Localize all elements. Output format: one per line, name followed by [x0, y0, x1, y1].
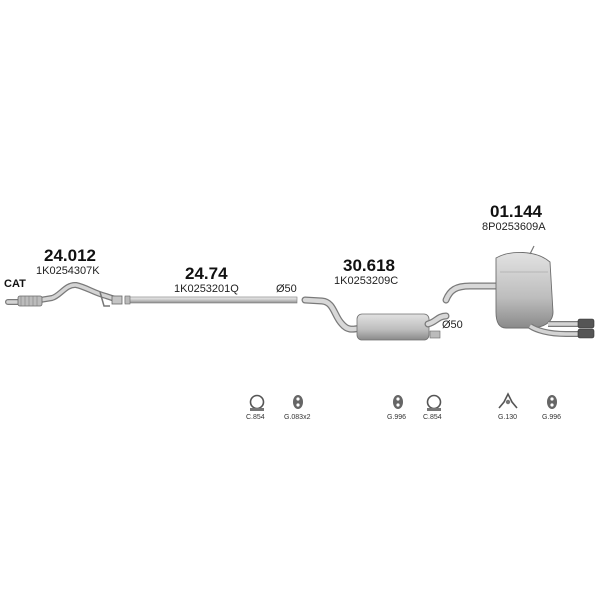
oem-number: 1K0254307K	[36, 265, 100, 277]
accessory-code: G.996	[387, 414, 407, 421]
part-number: 24.74	[185, 264, 228, 283]
flex-joint	[17, 295, 43, 307]
oem-number: 1K0253201Q	[174, 283, 239, 295]
part-01144-rear-silencer	[442, 245, 595, 339]
rubber-mount-icon	[547, 395, 557, 409]
rubber-mount-icon	[293, 395, 303, 409]
oem-number: 1K0253209C	[334, 275, 399, 287]
part-2474-middle-pipe	[124, 295, 298, 305]
part-number: 01.144	[490, 202, 542, 221]
accessory-code: G.996	[542, 414, 562, 421]
clamp-icon	[249, 394, 265, 411]
oem-number: 8P0253609A	[482, 221, 546, 233]
diameter-label: Ø50	[276, 283, 297, 295]
clamp-icon	[426, 394, 442, 411]
accessory-code: C.854	[246, 414, 265, 421]
cat-label: CAT	[4, 278, 26, 290]
diameter-label: Ø50	[442, 319, 463, 331]
part-24012-front-pipe	[5, 282, 123, 307]
rubber-mount-icon	[393, 395, 403, 409]
part-number: 24.012	[44, 246, 96, 265]
hanger-bracket-icon	[498, 392, 518, 409]
accessory-code: C.854	[423, 414, 442, 421]
tailpipe-tip	[577, 318, 595, 329]
accessory-code: G.083x2	[284, 414, 311, 421]
part-30618-centre-silencer	[301, 296, 450, 341]
accessory-code: G.130	[498, 414, 518, 421]
tailpipe-tip	[577, 328, 595, 339]
part-number: 30.618	[343, 256, 395, 275]
